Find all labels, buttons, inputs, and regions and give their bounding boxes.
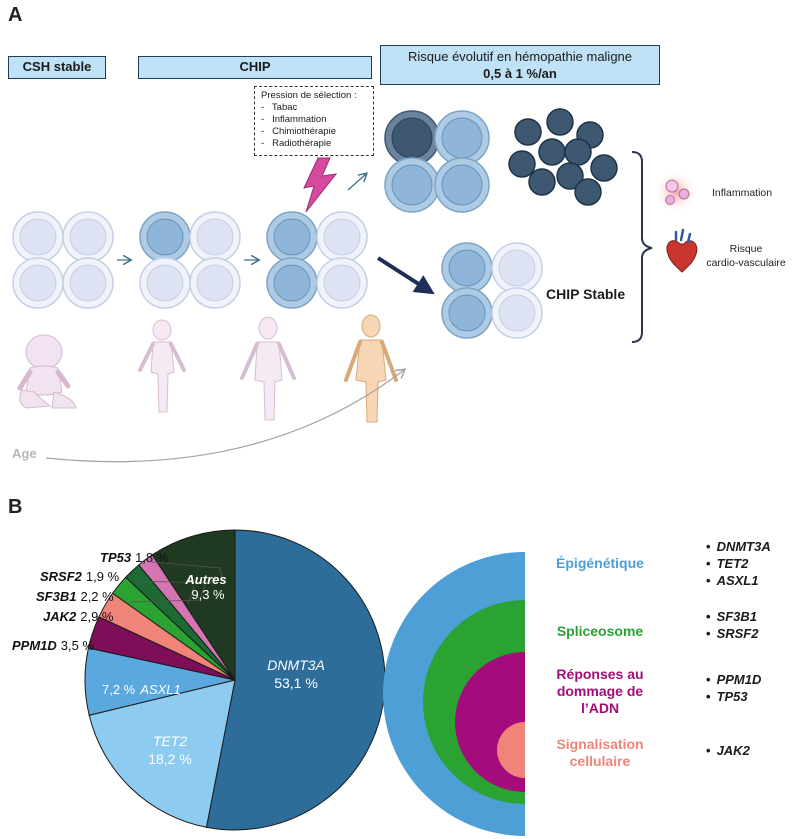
inflammation-icon xyxy=(654,170,698,214)
panel-a-diagram: CHIP Stable Inflammation Risque cardio-v… xyxy=(12,108,786,463)
selection-pressure-title: Pression de sélection : xyxy=(261,90,357,101)
panel-a-label: A xyxy=(8,4,23,26)
pie-value-tet2: 18,2 % xyxy=(148,751,192,767)
age-label: Age xyxy=(12,446,37,461)
gene-item: SF3B1 xyxy=(706,608,758,625)
category-signalisation-line: cellulaire xyxy=(569,753,631,769)
category-reponses-line: l’ADN xyxy=(580,700,620,716)
heart-icon xyxy=(666,228,698,273)
elder-icon xyxy=(344,314,398,423)
pie-label-dnmt3a: DNMT3A xyxy=(267,657,325,673)
chip-label: CHIP xyxy=(239,59,271,74)
risque-label-1: Risque xyxy=(730,243,763,255)
category-epigenetique: Épigénétique xyxy=(556,555,644,571)
gene-item: DNMT3A xyxy=(706,538,771,555)
cell-cluster-chip-early xyxy=(139,211,241,309)
csh-stable-box: CSH stable xyxy=(8,56,106,79)
cell-cluster-progression xyxy=(384,110,490,213)
leader-lines xyxy=(129,561,223,605)
cell-cluster-csh xyxy=(12,211,114,309)
cell-cluster-chip-expanded xyxy=(266,211,368,309)
pie-value-dnmt3a: 53,1 % xyxy=(274,675,318,691)
cell-cluster-stable xyxy=(441,242,543,339)
category-signalisation: Signalisation cellulaire xyxy=(530,736,670,770)
gene-list-dna-damage: PPM1D TP53 xyxy=(706,671,762,705)
panel-b-label: B xyxy=(8,496,23,518)
inflammation-label: Inflammation xyxy=(712,187,772,199)
thick-arrow-icon xyxy=(376,256,435,295)
gene-list-epigenetic: DNMT3A TET2 ASXL1 xyxy=(706,538,771,589)
gene-item: TP53 xyxy=(706,688,761,705)
pressure-item: Radiothérapie xyxy=(261,138,367,150)
risk-line-2: 0,5 à 1 %/an xyxy=(483,66,557,81)
pie-label-autres: Autres xyxy=(184,572,226,587)
blast-cell-cluster xyxy=(508,108,618,206)
pie-value-autres: 9,3 % xyxy=(191,587,225,602)
risque-label-2: cardio-vasculaire xyxy=(706,257,786,269)
risk-box: Risque évolutif en hémopathie maligne 0,… xyxy=(380,45,660,85)
adult-icon xyxy=(240,316,296,421)
bracket-icon xyxy=(631,151,653,343)
category-reponses-line: dommage de xyxy=(556,683,644,699)
signalling-core xyxy=(497,722,525,778)
gene-list-signalling: JAK2 xyxy=(706,742,750,759)
pie-chart xyxy=(84,529,386,831)
gene-item: PPM1D xyxy=(706,671,762,688)
gene-item: TET2 xyxy=(706,555,771,572)
pathway-nested-diagram xyxy=(383,552,525,836)
chip-box: CHIP xyxy=(138,56,372,79)
category-signalisation-line: Signalisation xyxy=(556,736,644,752)
pie-label-asxl1: 7,2 %ASXL1 xyxy=(102,682,181,697)
chip-stable-label: CHIP Stable xyxy=(546,286,625,302)
pie-label-tet2: TET2 xyxy=(153,733,187,749)
gene-item: JAK2 xyxy=(706,742,750,759)
gene-item: SRSF2 xyxy=(706,625,759,642)
child-icon xyxy=(138,319,186,413)
pressure-item: Inflammation xyxy=(261,114,367,126)
csh-stable-label: CSH stable xyxy=(22,59,92,74)
category-reponses-line: Réponses au xyxy=(556,666,644,682)
age-arrow-icon xyxy=(45,370,404,463)
arrow-icon xyxy=(347,174,366,191)
category-reponses: Réponses au dommage de l’ADN xyxy=(530,666,670,717)
selection-pressure-box: Pression de sélection : Tabac Inflammati… xyxy=(254,86,374,156)
baby-icon xyxy=(17,334,77,409)
gene-list-spliceosome: SF3B1 SRSF2 xyxy=(706,608,759,642)
category-spliceosome: Spliceosome xyxy=(556,623,644,639)
pressure-item: Tabac xyxy=(261,102,367,114)
pie-slice-tet2 xyxy=(88,679,236,828)
gene-item: ASXL1 xyxy=(706,572,771,589)
lightning-icon xyxy=(303,157,338,213)
pressure-item: Chimiothérapie xyxy=(261,126,367,138)
risk-line-1: Risque évolutif en hémopathie maligne xyxy=(407,49,633,64)
